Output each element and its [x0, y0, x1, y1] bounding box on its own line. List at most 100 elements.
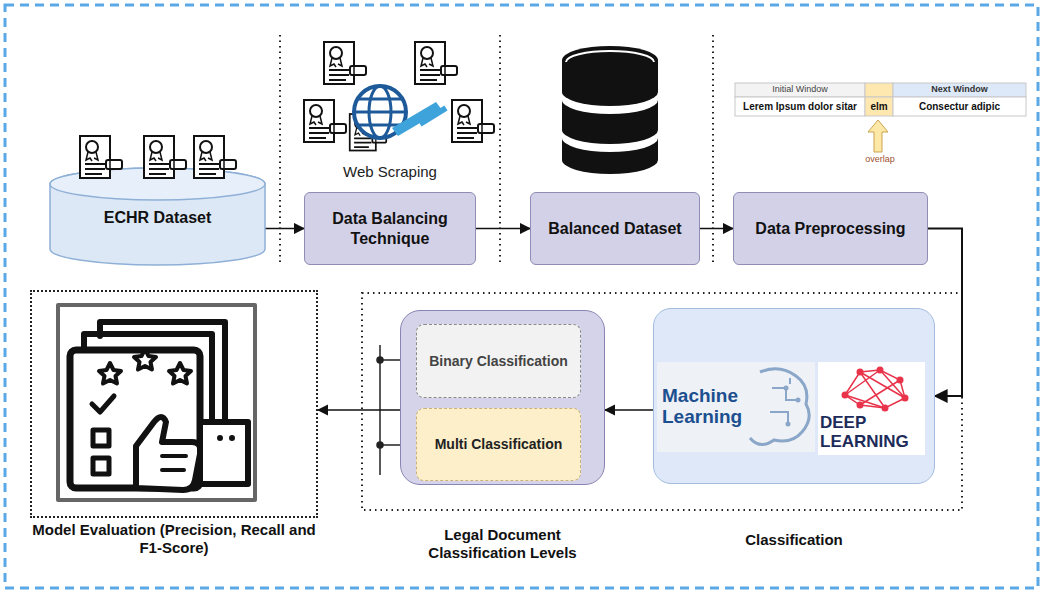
table-cell-text: overlap: [850, 155, 910, 165]
evaluation-icon: [231, 437, 234, 440]
dataset-documents: [194, 136, 236, 178]
table-cell-text: Consectur adipic: [893, 101, 1026, 112]
dataset-documents: [144, 136, 186, 178]
evaluation-icon: [162, 456, 186, 470]
web-scraping-icon: [392, 102, 442, 136]
machine-learning-logo: [786, 422, 791, 427]
deep-learning-logo: [845, 370, 905, 408]
evaluation-icon: [92, 396, 114, 412]
flow-arrow: [605, 409, 653, 411]
table-cell-text: Initial Window: [735, 85, 865, 95]
process-box: Data Balancing Technique: [304, 192, 476, 265]
node-label: Multi Classification: [435, 436, 563, 453]
machine-learning-logo: [796, 398, 801, 403]
evaluation-icon: [58, 305, 255, 500]
flow-arrow: [265, 228, 304, 230]
evaluation-icon: [169, 363, 191, 384]
evaluation-icon: [136, 417, 200, 490]
logo-text: DEEP LEARNING: [820, 414, 924, 451]
window-table: [893, 97, 1026, 116]
panel-caption: Classification: [654, 531, 934, 549]
window-table: [865, 83, 893, 97]
deep-learning-logo: [857, 369, 864, 376]
database-icon: [562, 100, 658, 144]
level-bracket: [377, 357, 383, 363]
database-icon: [562, 46, 658, 174]
cylinder-top: [50, 168, 265, 200]
deep-learning-logo: [902, 395, 909, 402]
machine-learning-logo: [784, 386, 789, 391]
window-table: [865, 97, 893, 116]
dataset-cylinder: ECHR Dataset: [50, 168, 265, 265]
node-label: Data Preprocessing: [755, 219, 905, 238]
machine-learning-logo: [770, 378, 798, 424]
machine-learning-logo: [657, 362, 815, 452]
deep-learning-logo: [818, 362, 925, 455]
levels-panel: Binary ClassificationMulti Classificatio…: [400, 310, 605, 485]
process-box: Data Preprocessing: [733, 192, 928, 265]
dataset-documents: [80, 136, 122, 178]
logo-text: Machine Learning: [662, 386, 762, 428]
cylinder-body: [50, 168, 265, 265]
node-label: ECHR Dataset: [104, 208, 212, 227]
database-icon: [566, 51, 654, 62]
web-scraping-icon: [304, 100, 346, 142]
node-label: Data Balancing Technique: [313, 209, 467, 247]
panel-caption: Legal Document Classification Levels: [411, 526, 594, 562]
deep-learning-logo: [818, 362, 925, 455]
table-cell-text: elm: [865, 101, 893, 112]
deep-learning-logo: [877, 367, 884, 374]
web-scraping-icon: [304, 42, 494, 151]
node-label: Binary Classification: [429, 353, 568, 370]
level-box: Binary Classification: [416, 324, 581, 398]
web-scraping-icon: [420, 108, 446, 124]
outer-border: [5, 5, 1038, 588]
web-scraping-icon: [415, 42, 457, 84]
table-cell-text: Next Window: [893, 85, 1026, 95]
machine-learning-logo: [750, 369, 809, 445]
database-icon: [562, 138, 658, 174]
deep-learning-logo: [842, 392, 849, 399]
node-label: Balanced Dataset: [548, 219, 681, 238]
database-icon: [562, 46, 658, 106]
flow-arrow: [700, 228, 733, 230]
window-table: [735, 97, 865, 116]
dataset-documents: [80, 136, 236, 178]
window-table: [735, 83, 1026, 116]
overlap-arrow: [868, 120, 888, 152]
level-box: Multi Classification: [416, 408, 581, 481]
table-cell-text: Lerem Ipsum dolor sitar: [735, 101, 865, 112]
evaluation-icon: [99, 363, 121, 384]
deep-learning-logo: [842, 367, 909, 412]
window-table: [735, 83, 865, 97]
evaluation-icon: [134, 349, 156, 370]
deep-learning-logo: [845, 370, 905, 408]
flow-arrow: [476, 228, 530, 230]
evaluation-icon: [93, 430, 109, 446]
deep-learning-logo: [857, 402, 864, 409]
evaluation-icon: [219, 437, 222, 440]
web-scraping-icon: [354, 99, 406, 125]
web-scraping-icon: [452, 100, 494, 142]
window-table: [893, 83, 1026, 97]
deep-learning-logo: [845, 370, 905, 408]
process-box: Balanced Dataset: [530, 192, 700, 265]
classification-group-border: [362, 293, 962, 510]
evaluation-icon: [200, 422, 248, 484]
evaluation-icon: [58, 305, 255, 500]
level-bracket: [377, 442, 383, 448]
evaluation-icon: [93, 458, 109, 474]
evaluation-panel: Model Evaluation (Precision, Recall and …: [30, 290, 318, 518]
deep-learning-logo: [882, 405, 889, 412]
deep-learning-logo: [897, 377, 904, 384]
machine-learning-logo: [657, 362, 815, 452]
icon-caption: Web Scraping: [320, 164, 460, 181]
flow-arrow: [318, 409, 400, 411]
panel-caption: Model Evaluation (Precision, Recall and …: [32, 521, 316, 557]
